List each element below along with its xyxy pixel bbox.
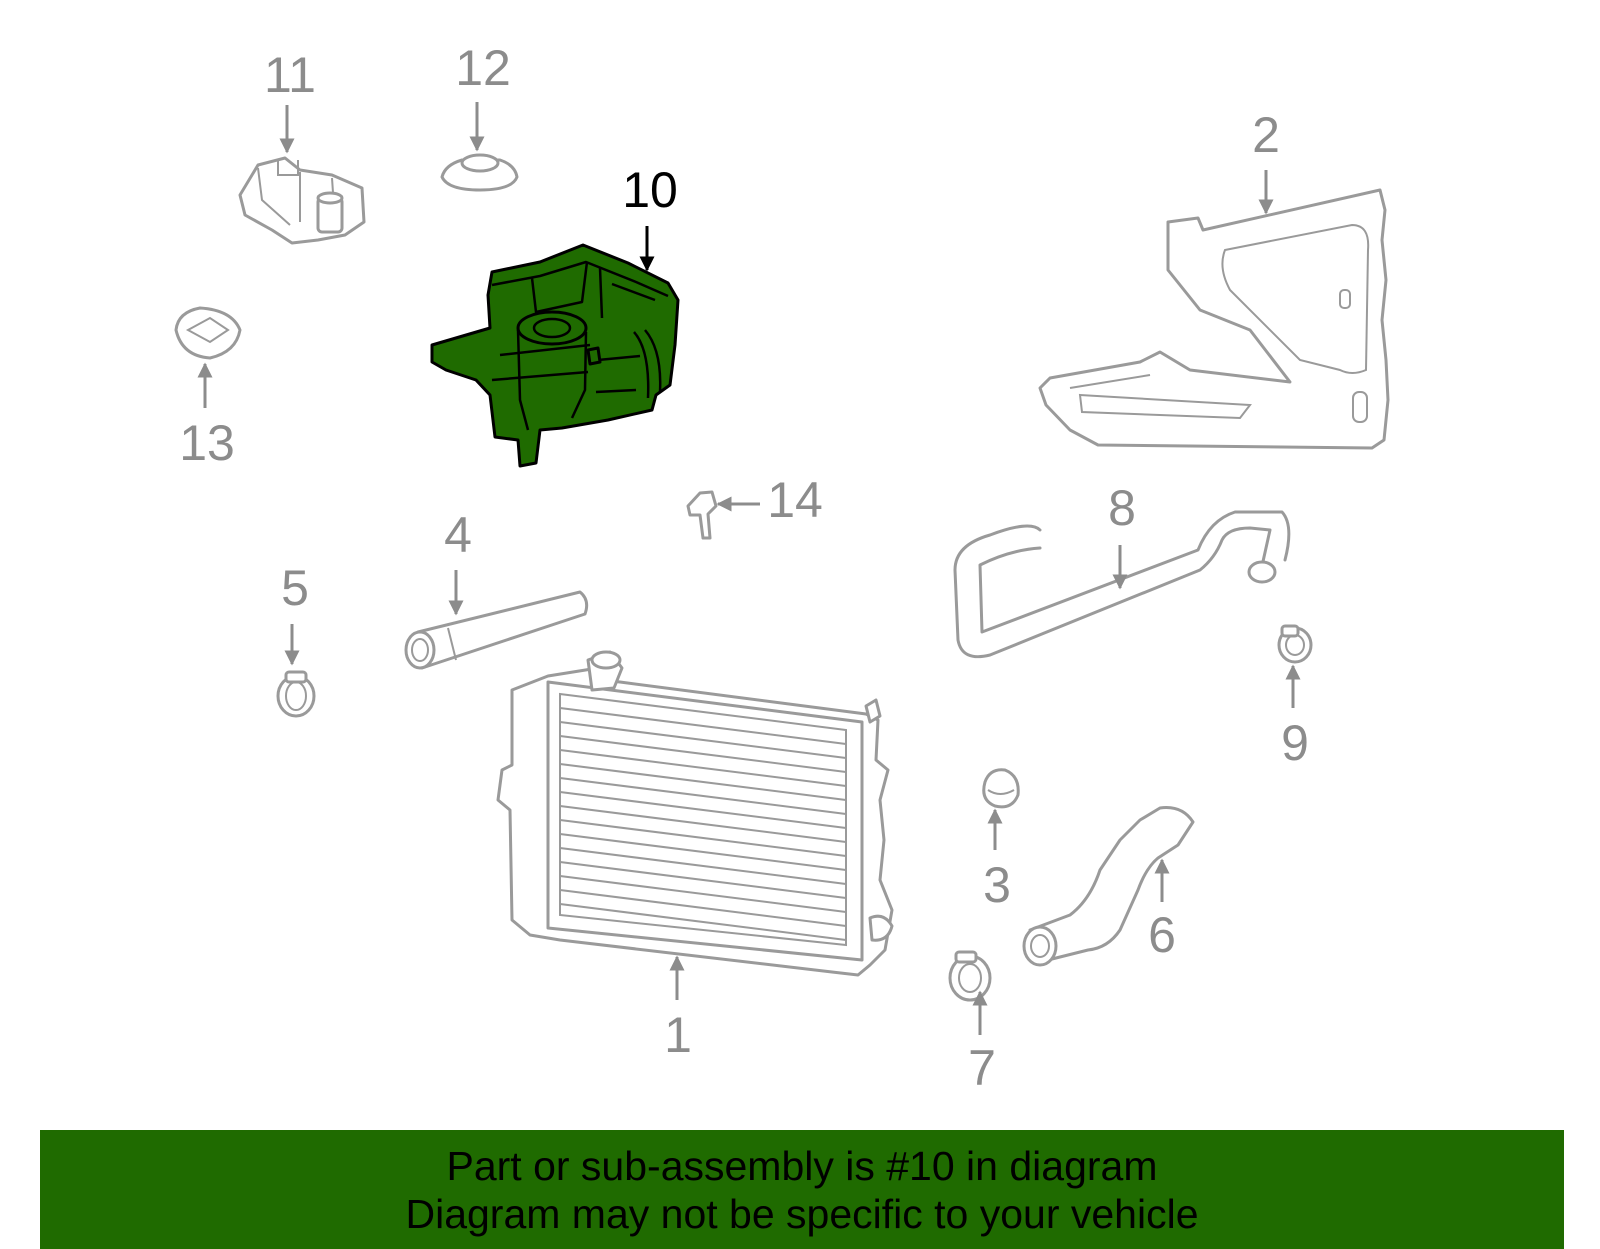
callout-3: 3: [983, 808, 1011, 913]
callout-9-label: 9: [1281, 715, 1309, 771]
part-7-clamp[interactable]: [948, 950, 992, 1002]
part-6-hose[interactable]: [1022, 806, 1195, 967]
callout-11: 11: [264, 47, 316, 154]
callout-6: 6: [1148, 858, 1176, 963]
callout-1: 1: [664, 955, 692, 1063]
callout-5: 5: [281, 560, 309, 666]
part-11-bracket[interactable]: [238, 156, 366, 245]
part-3-grommet[interactable]: [982, 768, 1020, 809]
callout-7: 7: [968, 990, 996, 1096]
part-8-hose[interactable]: [953, 510, 1291, 659]
callout-13-label: 13: [179, 415, 235, 471]
callout-2-label: 2: [1252, 107, 1280, 163]
callout-7-label: 7: [968, 1040, 996, 1096]
part-2-frame[interactable]: [1038, 188, 1390, 450]
callout-10-label: 10: [622, 162, 678, 218]
banner-background: [40, 1130, 1564, 1249]
part-12-cap[interactable]: [440, 153, 519, 192]
part-9-clamp[interactable]: [1277, 624, 1313, 664]
callout-11-label: 11: [264, 47, 316, 103]
callout-5-label: 5: [281, 560, 309, 616]
info-banner: Part or sub-assembly is #10 in diagram D…: [40, 1130, 1564, 1249]
callout-9: 9: [1281, 664, 1309, 771]
part-4-hose[interactable]: [404, 590, 589, 670]
part-14-sensor[interactable]: [686, 490, 718, 540]
callout-6-label: 6: [1148, 907, 1176, 963]
callout-10: 10: [622, 162, 678, 272]
part-13-cap[interactable]: [174, 306, 242, 360]
part-5-clamp[interactable]: [276, 670, 316, 718]
banner-line-2: Diagram may not be specific to your vehi…: [405, 1190, 1199, 1237]
callout-14-label: 14: [767, 472, 823, 528]
callout-4-label: 4: [444, 507, 472, 563]
callout-12-label: 12: [455, 40, 511, 96]
callout-12: 12: [455, 40, 511, 152]
callout-8: 8: [1108, 480, 1136, 590]
callout-3-label: 3: [983, 857, 1011, 913]
part-10-reservoir[interactable]: [430, 243, 680, 468]
callout-4: 4: [444, 507, 472, 616]
banner-line-1: Part or sub-assembly is #10 in diagram: [446, 1142, 1158, 1189]
callout-13: 13: [179, 362, 235, 471]
part-1-radiator[interactable]: [496, 650, 894, 977]
callout-2: 2: [1252, 107, 1280, 215]
callout-14: 14: [716, 472, 823, 528]
callout-1-label: 1: [664, 1007, 692, 1063]
callout-8-label: 8: [1108, 480, 1136, 536]
